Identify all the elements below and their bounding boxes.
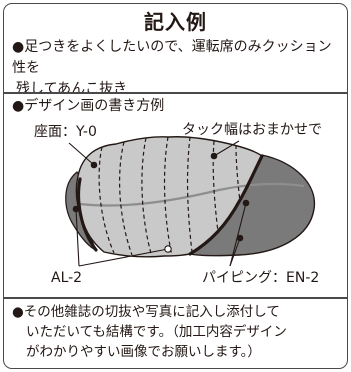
tack-line-5 [186,136,193,253]
tack-line-7 [235,144,241,203]
attachment-line-1: ●その他雑誌の切抜や写真に記入し添付して [12,304,280,320]
dot-seat-face [90,161,98,169]
divider-top [4,92,347,94]
dot-side-right [164,245,172,253]
leader-side-left [75,208,80,267]
card-title: 記入例 [144,10,207,34]
label-tack-width: タック幅はおまかせで [182,122,322,138]
dot-tack [210,152,218,160]
leader-tack [213,140,240,157]
seat-seam-line [79,182,305,207]
dot-side-left [72,205,80,213]
leader-side-right [78,248,169,267]
divider-bottom [4,297,347,299]
leader-piping-top [229,202,247,267]
attachment-line-2: いただいても結構です。（加工内容デザイン [26,324,287,340]
attachment-line-3: がわかりやすい画像でお願いします。） [26,344,261,360]
leader-dots [72,152,250,242]
tack-line-3 [141,137,153,258]
tack-line-4 [163,136,173,257]
tack-line-2 [118,141,133,256]
dot-piping-bottom [236,234,244,242]
tack-line-1 [98,146,115,254]
leader-piping-bottom [229,237,241,267]
example-card: 記入例 ●足つきをよくしたいので、運転席のみクッション性を 残してあんこ抜き ●… [3,3,348,369]
piping-rear [188,154,264,256]
instruction-line-1: ●足つきをよくしたいので、運転席のみクッション性を [12,39,332,76]
label-side-material: AL-2 [51,270,83,286]
attachment-note: ●その他雑誌の切抜や写真に記入し添付して いただいても結構です。（加工内容デザイ… [12,302,343,362]
label-seat-face: 座面：Y-0 [34,124,97,140]
tack-lines [98,136,241,258]
leader-lines [68,140,247,267]
design-example-heading: ●デザイン画の書き方例 [12,98,165,114]
leader-seat-face [68,142,95,166]
label-piping: パイピング：EN-2 [202,270,320,286]
tack-line-6 [212,140,219,233]
dot-piping-top [242,199,250,207]
piping-front [76,177,98,252]
seat-illustration [65,136,316,267]
